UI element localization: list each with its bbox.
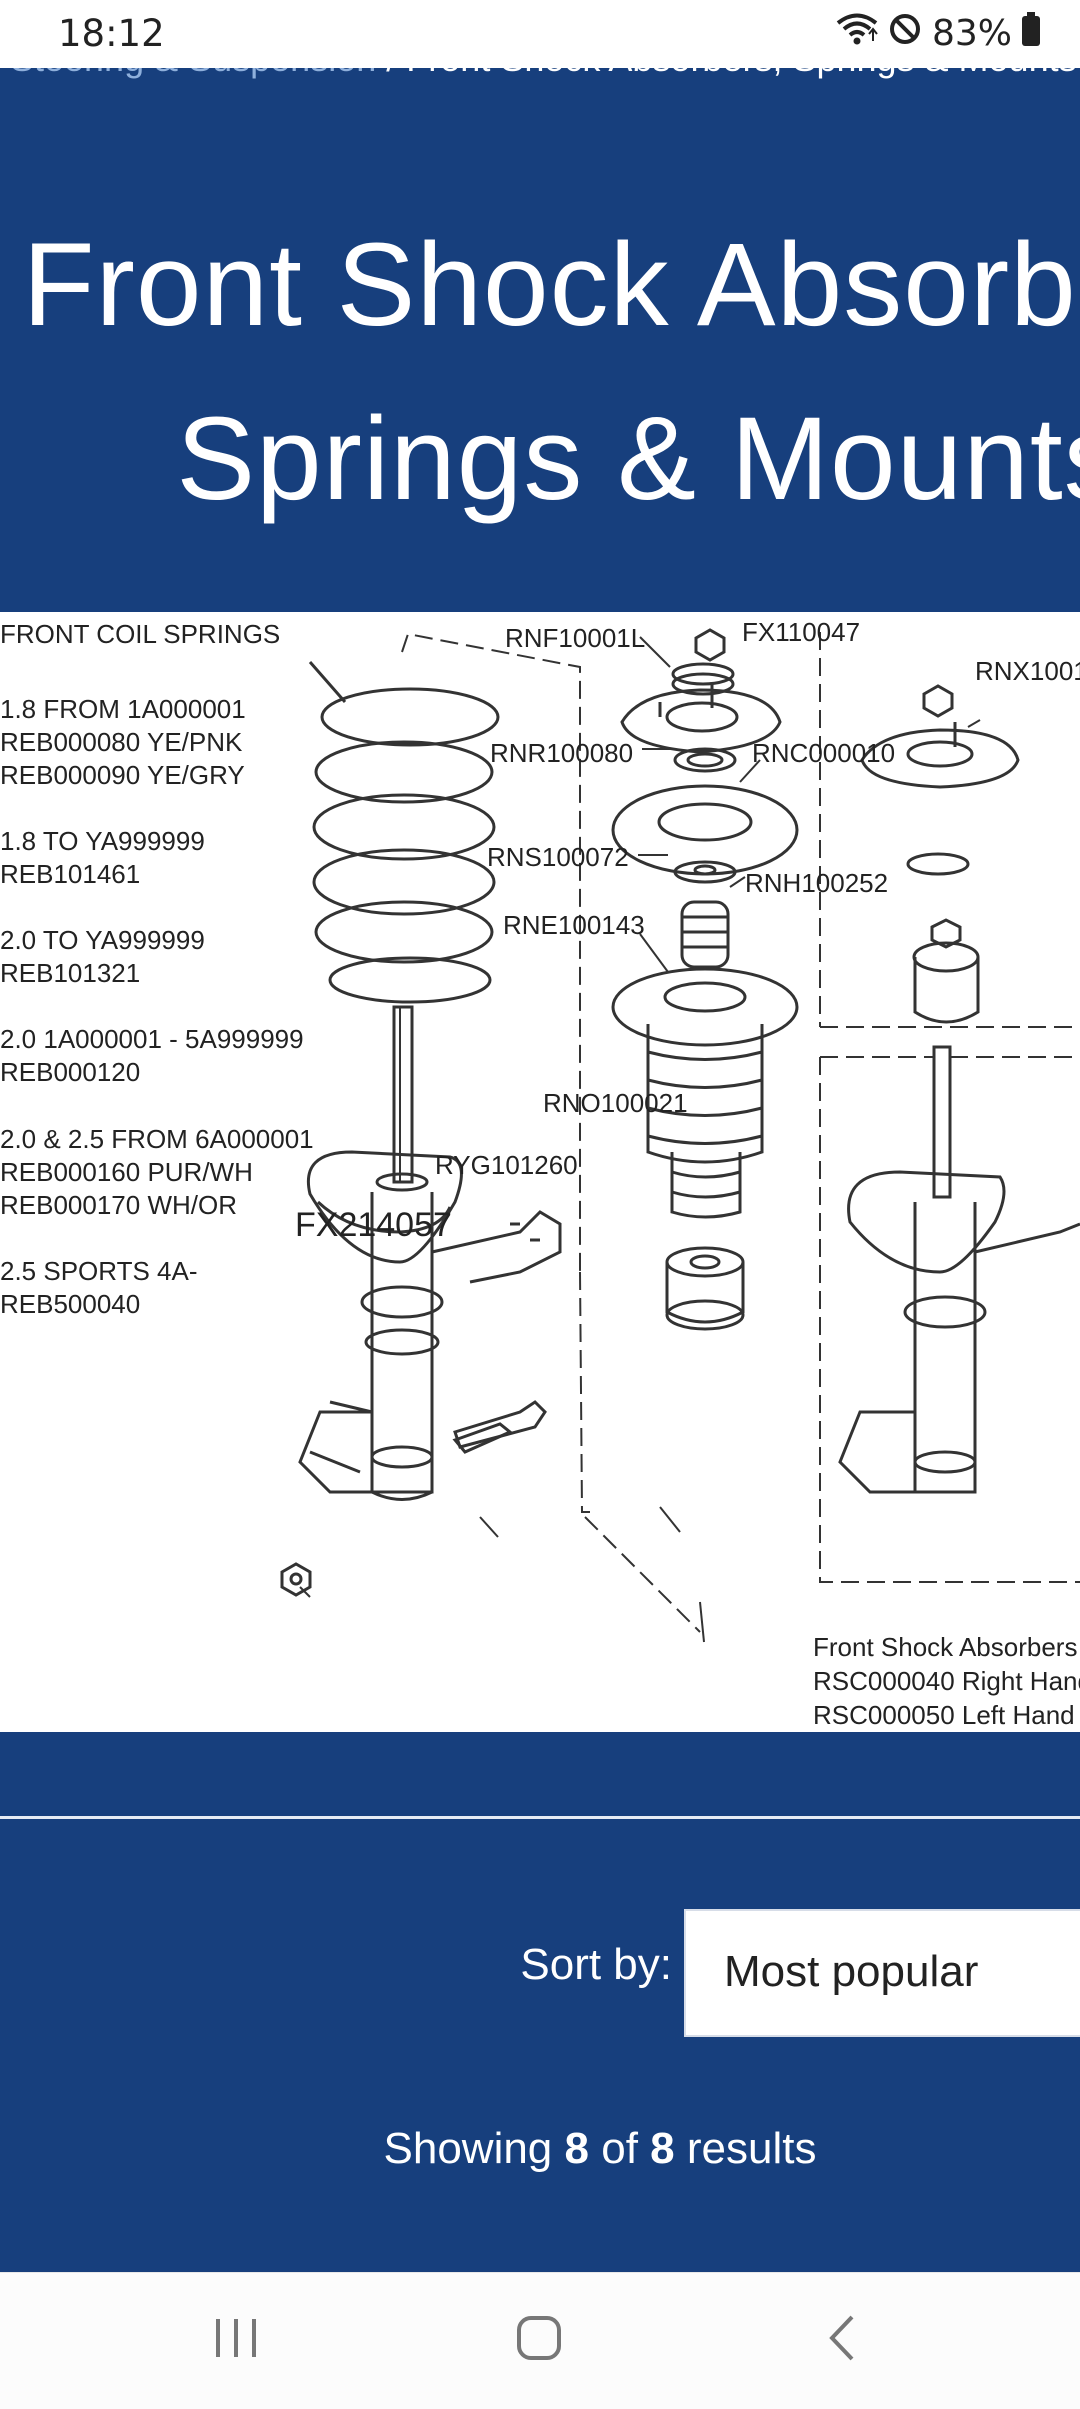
note-line: Front Shock Absorbers bbox=[813, 1632, 1077, 1662]
legend-line: REB101461 bbox=[0, 859, 140, 889]
battery-percent: 83% bbox=[931, 13, 1012, 54]
right-strut-drawing bbox=[819, 632, 1080, 1583]
legend-line: 2.0 TO YA999999 bbox=[0, 925, 205, 955]
breadcrumb: Steering & Suspension / Front Shock Abso… bbox=[10, 68, 1077, 80]
part-label: RNR100080 bbox=[490, 738, 633, 768]
battery-icon bbox=[1022, 12, 1040, 55]
results-count: Showing 8 of 8 results bbox=[0, 2124, 1080, 2174]
sort-label: Sort by: bbox=[520, 1940, 672, 1989]
parts-diagram-image: FRONT COIL SPRINGS 1.8 FROM 1A000001 REB… bbox=[0, 612, 1080, 1732]
breadcrumb-parent-link[interactable]: Steering & Suspension bbox=[10, 68, 376, 79]
part-label: RYG101260 bbox=[435, 1150, 578, 1180]
system-nav-bar bbox=[0, 2272, 1080, 2409]
results-suffix: results bbox=[686, 2124, 817, 2173]
do-not-disturb-icon bbox=[888, 12, 922, 55]
note-line: RSC000050 Left Hand bbox=[813, 1700, 1075, 1730]
legend-line: REB101321 bbox=[0, 958, 140, 988]
page-title: Front Shock Absorbers, Springs & Mounts bbox=[22, 219, 1080, 525]
part-label: RNS100072 bbox=[487, 842, 629, 872]
divider bbox=[0, 1816, 1080, 1819]
part-label: RNC000010 bbox=[752, 738, 895, 768]
note-line: RSC000040 Right Hand bbox=[813, 1666, 1080, 1696]
sort-select[interactable]: Most popular bbox=[684, 1909, 1080, 2037]
status-bar: 18:12 83% bbox=[0, 0, 1080, 68]
legend-line: 2.5 SPORTS 4A- bbox=[0, 1256, 198, 1286]
wifi-icon bbox=[836, 12, 878, 55]
part-label: RNX1001 bbox=[975, 656, 1080, 686]
legend-line: 1.8 TO YA999999 bbox=[0, 826, 205, 856]
sort-selected-value: Most popular bbox=[724, 1947, 979, 1996]
part-label: RNH100252 bbox=[745, 868, 888, 898]
shock-absorber-note: Front Shock Absorbers RSC000040 Right Ha… bbox=[813, 1632, 1080, 1730]
recent-apps-icon[interactable] bbox=[212, 2313, 260, 2368]
breadcrumb-separator: / bbox=[386, 68, 396, 79]
part-label: RNO100021 bbox=[543, 1088, 688, 1118]
mount-parts-drawing bbox=[452, 628, 799, 1454]
part-label: RNE100143 bbox=[503, 910, 645, 940]
part-label: RNF10001L bbox=[505, 623, 645, 653]
results-shown: 8 bbox=[564, 2124, 589, 2173]
status-icons: 83% bbox=[836, 12, 1040, 55]
part-labels: RNF10001L FX110047 RNX1001 RNR100080 RNC… bbox=[295, 617, 1080, 1244]
part-label: FX214057 bbox=[295, 1206, 452, 1244]
legend-line: FRONT COIL SPRINGS bbox=[0, 619, 280, 649]
legend-line: REB000170 WH/OR bbox=[0, 1190, 237, 1220]
part-label: FX110047 bbox=[742, 617, 860, 647]
coil-spring-drawing bbox=[312, 687, 500, 1004]
back-icon[interactable] bbox=[824, 2313, 860, 2368]
results-prefix: Showing bbox=[383, 2124, 553, 2173]
results-total: 8 bbox=[650, 2124, 675, 2173]
coil-springs-legend: FRONT COIL SPRINGS 1.8 FROM 1A000001 REB… bbox=[0, 619, 314, 1319]
legend-line: 2.0 & 2.5 FROM 6A000001 bbox=[0, 1124, 314, 1154]
breadcrumb-current: Front Shock Absorbers, Springs & Mounts bbox=[406, 68, 1076, 79]
home-icon[interactable] bbox=[515, 2313, 563, 2368]
legend-line: 1.8 FROM 1A000001 bbox=[0, 694, 246, 724]
results-of: of bbox=[601, 2124, 638, 2173]
legend-line: REB000160 PUR/WH bbox=[0, 1157, 253, 1187]
legend-line: REB000120 bbox=[0, 1057, 140, 1087]
legend-line: REB000080 YE/PNK bbox=[0, 727, 243, 757]
legend-line: REB500040 bbox=[0, 1289, 140, 1319]
page-header: Steering & Suspension / Front Shock Abso… bbox=[0, 68, 1080, 612]
product-toolbar: Sort by: Most popular Showing 8 of 8 res… bbox=[0, 1732, 1080, 2272]
legend-line: REB000090 YE/GRY bbox=[0, 760, 245, 790]
status-time: 18:12 bbox=[58, 12, 165, 55]
left-strut-drawing bbox=[280, 1005, 562, 1597]
legend-line: 2.0 1A000001 - 5A999999 bbox=[0, 1024, 304, 1054]
